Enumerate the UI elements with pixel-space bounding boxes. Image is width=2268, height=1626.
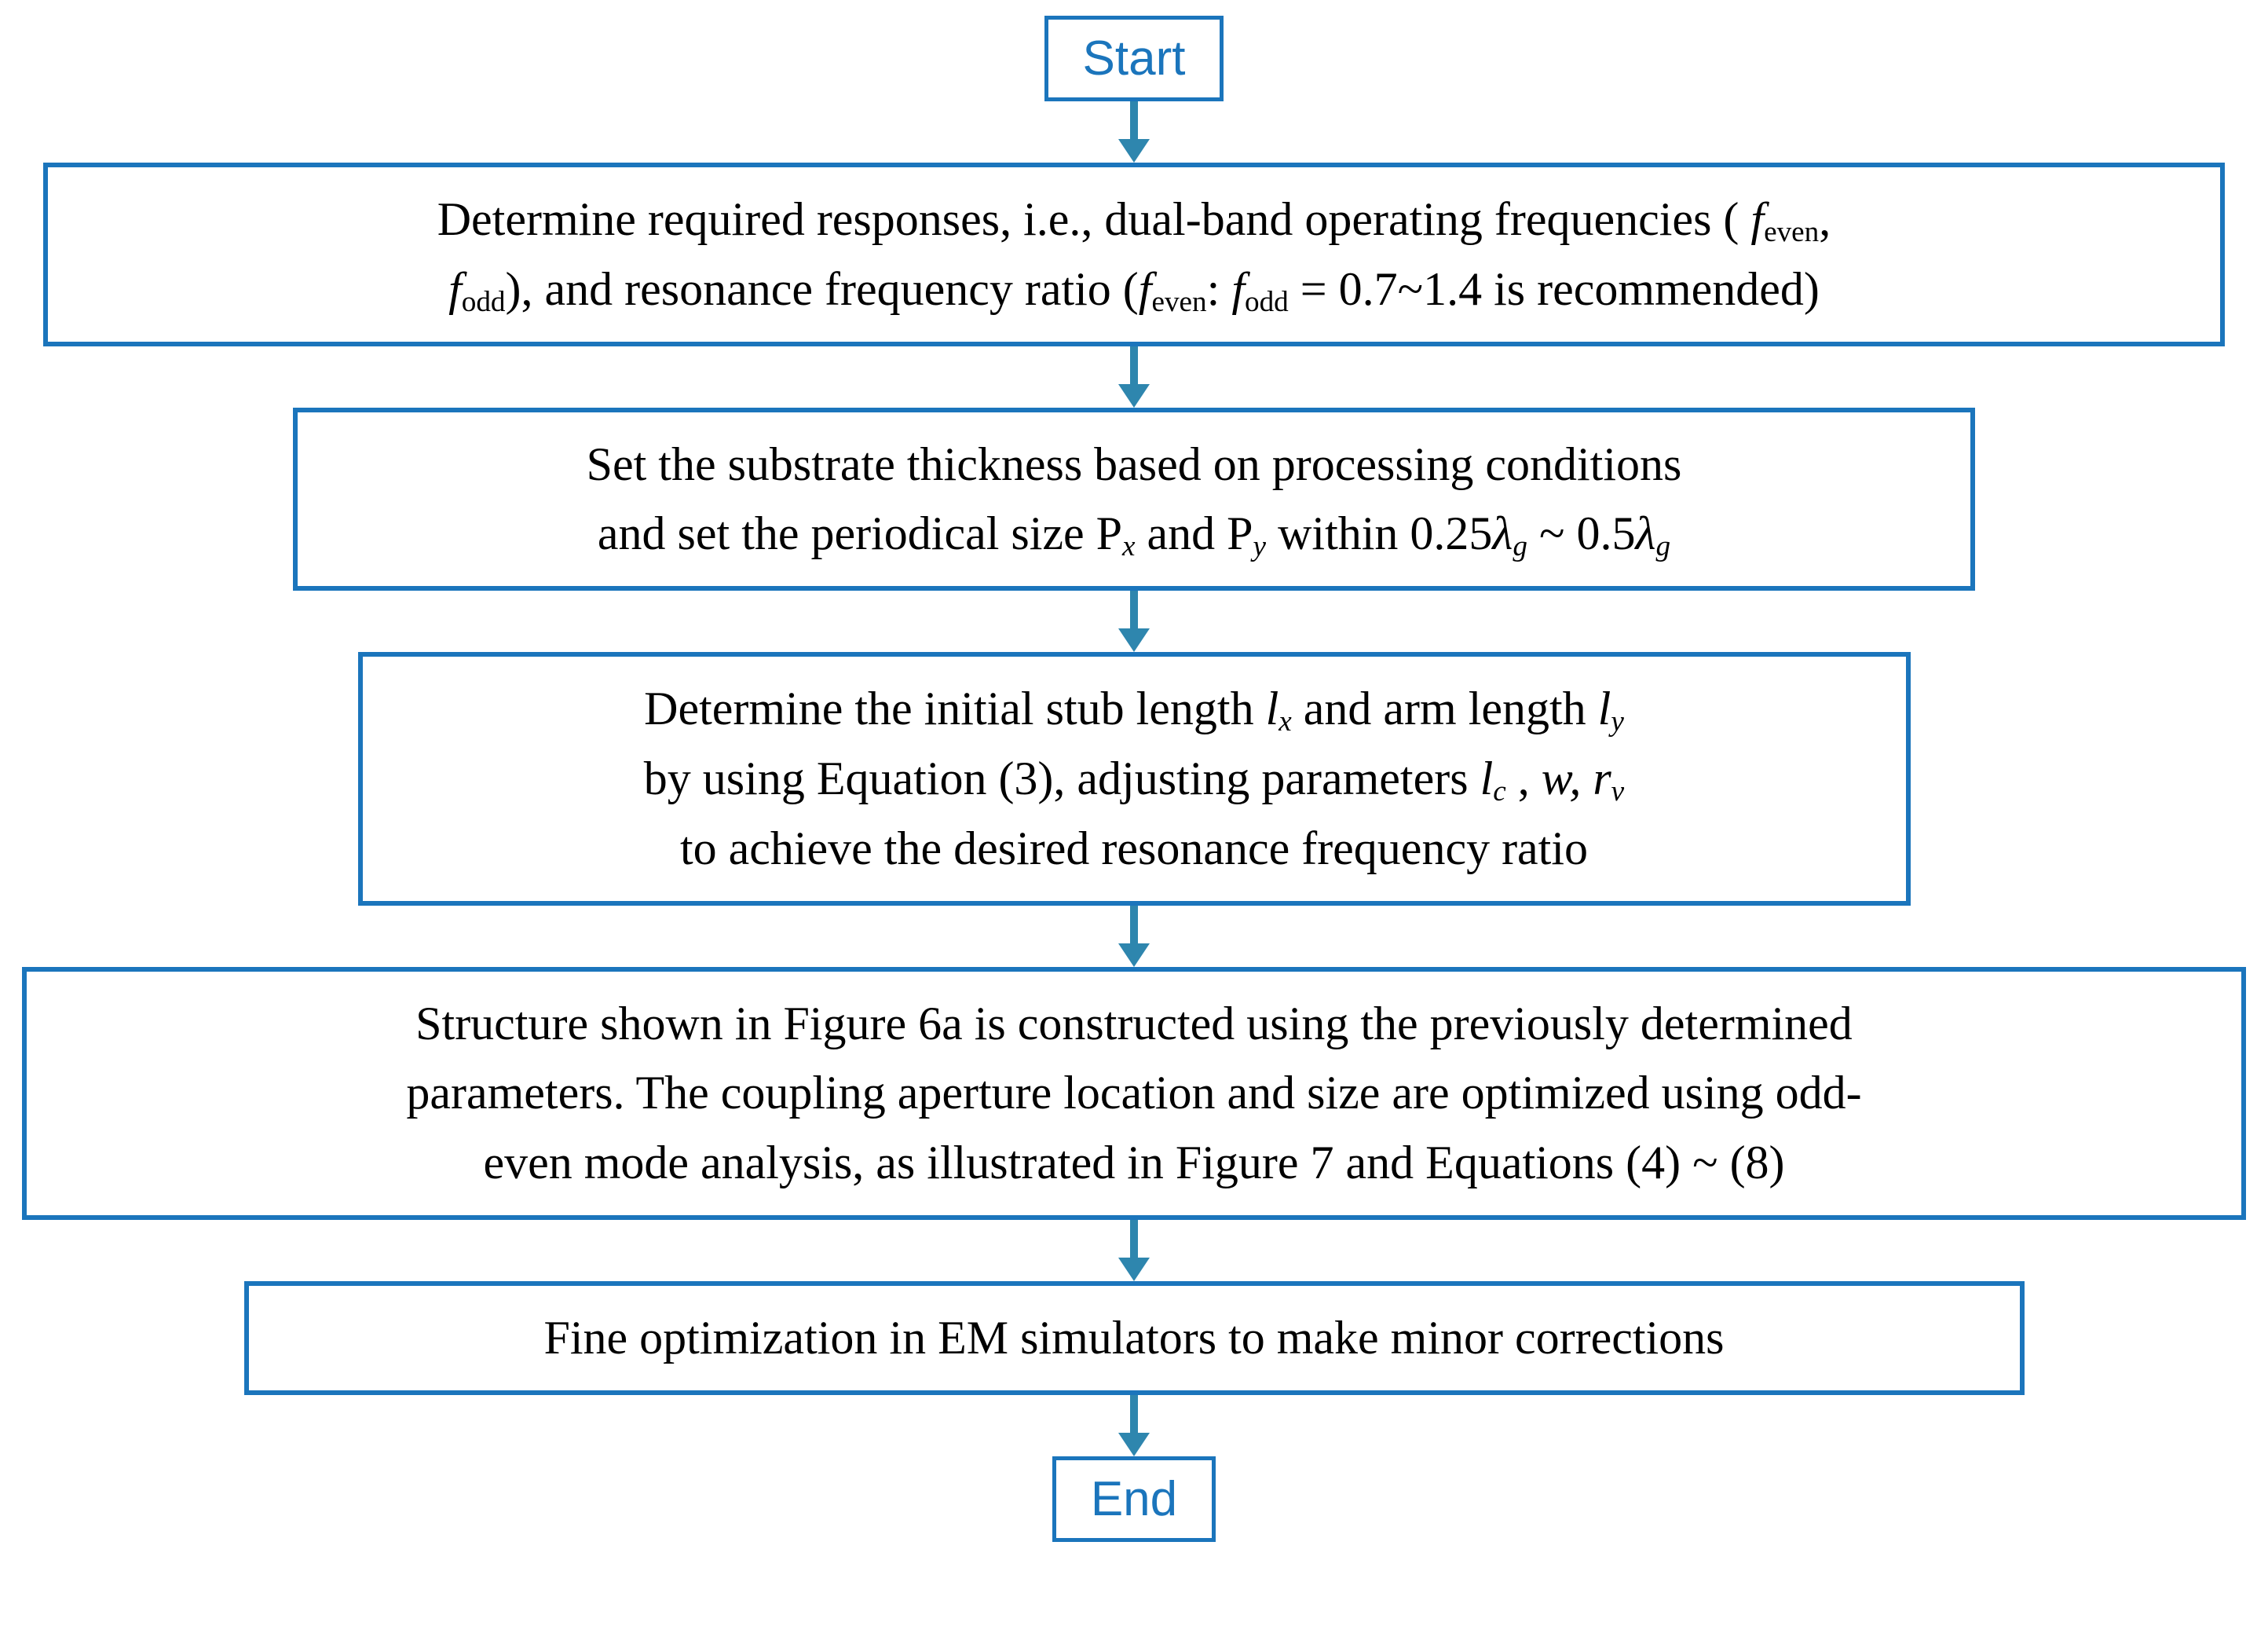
process-step-text: Structure shown in Figure 6a is construc… [406,997,1862,1189]
process-step-initial-stub-length: Determine the initial stub length lx and… [357,652,1911,906]
arrow-head-icon [1118,943,1150,967]
arrow-head-icon [1118,1257,1150,1281]
process-step-text: Determine required responses, i.e., dual… [437,193,1831,318]
flow-arrow-4 [1118,905,1150,967]
process-step-text: Determine the initial stub length lx and… [643,683,1625,874]
start-node: Start [1044,16,1224,101]
process-step-substrate-thickness: Set the substrate thickness based on pro… [293,407,1975,591]
flow-arrow-3 [1118,591,1150,653]
flow-arrow-6 [1118,1394,1150,1456]
arrow-stem [1130,1394,1138,1433]
arrow-head-icon [1118,628,1150,653]
end-label: End [1090,1471,1178,1526]
arrow-head-icon [1118,139,1150,163]
start-label: Start [1082,31,1186,86]
arrow-stem [1130,591,1138,629]
process-step-determine-responses: Determine required responses, i.e., dual… [43,163,2225,346]
arrow-head-icon [1118,1432,1150,1456]
arrow-stem [1130,1219,1138,1258]
process-step-text: Set the substrate thickness based on pro… [586,438,1682,563]
arrow-stem [1130,905,1138,943]
process-step-fine-optimization: Fine optimization in EM simulators to ma… [243,1280,2025,1395]
process-step-construct-structure: Structure shown in Figure 6a is construc… [22,966,2246,1220]
flow-arrow-1 [1118,101,1150,163]
end-node: End [1052,1456,1216,1542]
process-step-text: Fine optimization in EM simulators to ma… [543,1311,1725,1364]
arrow-stem [1130,101,1138,139]
flow-arrow-5 [1118,1219,1150,1281]
arrow-stem [1130,346,1138,384]
arrow-head-icon [1118,383,1150,408]
flow-arrow-2 [1118,346,1150,408]
